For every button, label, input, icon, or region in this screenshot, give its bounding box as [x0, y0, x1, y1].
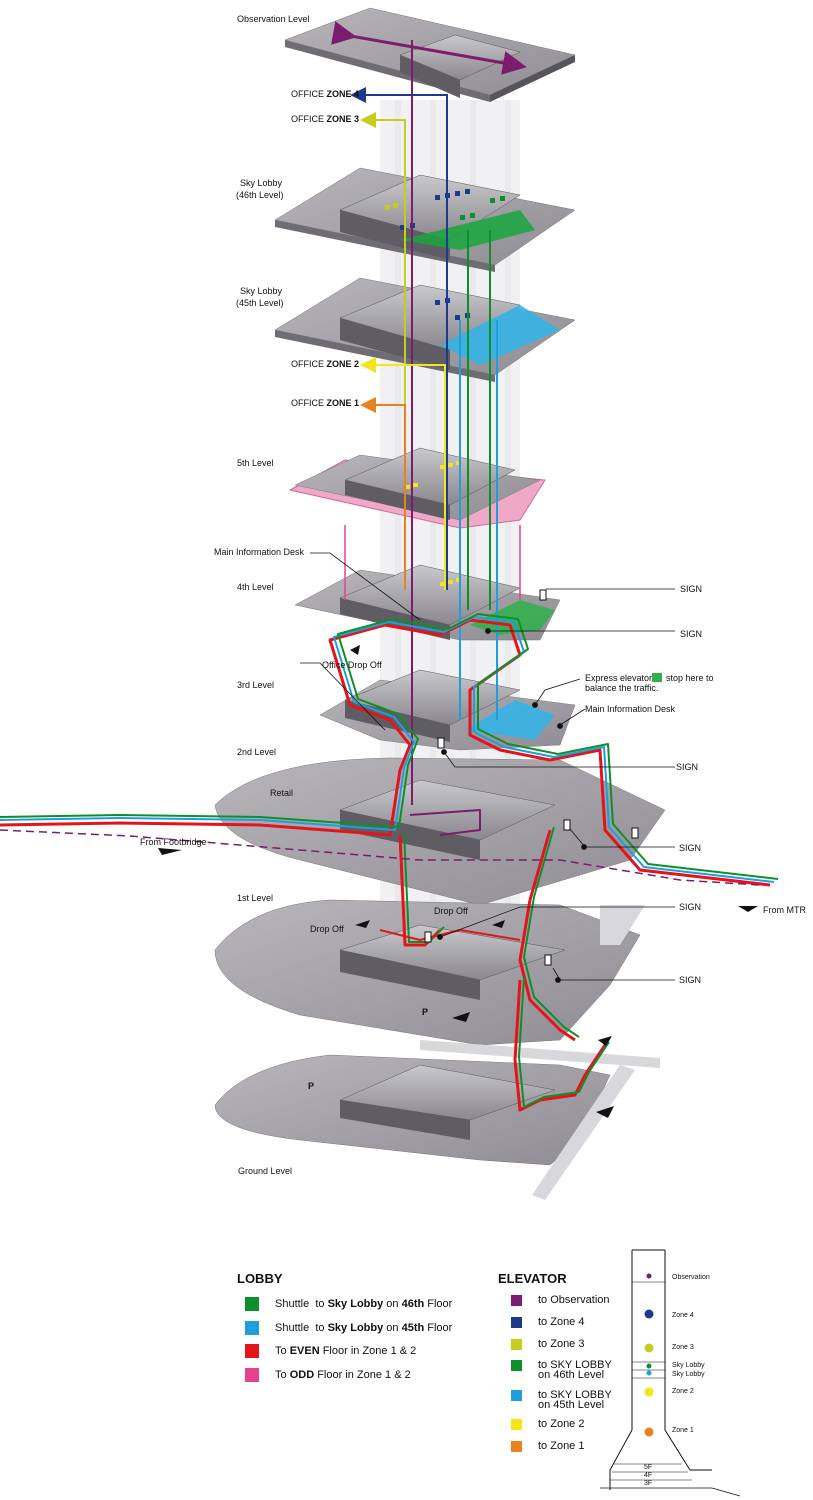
legend-swatch	[245, 1344, 259, 1358]
observation-floor	[284, 7, 576, 102]
label-office-zone-3: OFFICE ZONE 3	[291, 114, 359, 124]
tower-label-3f: 3F	[644, 1480, 652, 1487]
label-from-mtr: From MTR	[763, 905, 806, 915]
label-sign-5: SIGN	[679, 902, 701, 912]
tower-label-sky-lobby-2: Sky Lobby	[672, 1371, 705, 1378]
lobby-legend-item: Shuttle to Sky Lobby on 45th Floor	[245, 1321, 452, 1335]
ground-floor	[214, 1040, 660, 1200]
label-retail: Retail	[270, 788, 293, 798]
legend-swatch	[245, 1297, 259, 1311]
label-sign-2: SIGN	[680, 629, 702, 639]
label-level-5: 5th Level	[237, 458, 274, 468]
elevator-legend-item: to Zone 2	[511, 1419, 584, 1430]
arrow-from-footbridge	[158, 848, 182, 855]
legend-swatch	[245, 1321, 259, 1335]
legend-label: to Zone 4	[538, 1316, 585, 1328]
sky-lobby-45-floor	[274, 277, 576, 382]
label-sky-lobby-45-line1: Sky Lobby	[240, 286, 283, 296]
sky-lobby-46-floor	[274, 167, 576, 272]
lobby-legend-item: Shuttle to Sky Lobby on 46th Floor	[245, 1297, 452, 1311]
tower-label-5f: 5F	[644, 1464, 652, 1471]
label-parking-1: P	[422, 1007, 428, 1017]
tower-label-zone1: Zone 1	[672, 1427, 694, 1434]
sign-markers	[424, 589, 639, 966]
label-drop-off-a: Drop Off	[434, 906, 468, 916]
level-2-floor	[214, 757, 666, 906]
lobby-legend-title: LOBBY	[237, 1271, 283, 1286]
label-observation-level: Observation Level	[237, 14, 310, 24]
direction-arrows	[158, 645, 758, 1118]
legend-swatch	[245, 1368, 259, 1382]
legend-label: to Zone 2	[538, 1418, 585, 1430]
legend-swatch	[511, 1360, 522, 1371]
lobby-legend-item: To EVEN Floor in Zone 1 & 2	[245, 1344, 416, 1358]
observation-walkway-arrow	[331, 21, 527, 75]
arrow-from-mtr	[738, 906, 758, 912]
label-sign-1: SIGN	[680, 584, 702, 594]
level-3-floor	[319, 669, 576, 751]
legend-label: to Zone 3	[538, 1338, 585, 1350]
level-5-floor	[288, 447, 546, 529]
label-express-2: stop here to	[666, 673, 714, 683]
leader-lines	[300, 552, 675, 983]
tower-section-diagram: Observation Zone 4 Zone 3 Sky Lobby Sky …	[600, 1249, 741, 1497]
elevator-lines	[344, 40, 521, 805]
legend-swatch	[511, 1317, 522, 1328]
legend-swatch	[511, 1390, 522, 1401]
label-office-zone-2: OFFICE ZONE 2	[291, 359, 359, 369]
label-office-zone-1: OFFICE ZONE 1	[291, 398, 359, 408]
label-sky-lobby-45-line2: (45th Level)	[236, 298, 284, 308]
elevator-legend-title: ELEVATOR	[498, 1271, 567, 1286]
label-sign-4: SIGN	[679, 843, 701, 853]
legend-swatch	[511, 1339, 522, 1350]
label-express-1: Express elevators	[585, 673, 657, 683]
legend-label: To EVEN Floor in Zone 1 & 2	[275, 1345, 417, 1357]
label-level-4: 4th Level	[237, 582, 274, 592]
label-sky-lobby-46-line1: Sky Lobby	[240, 178, 283, 188]
label-express-3: balance the traffic.	[585, 683, 658, 693]
legend-label: to Zone 1	[538, 1440, 585, 1452]
legend-swatch	[511, 1295, 522, 1306]
label-level-3: 3rd Level	[237, 680, 274, 690]
elevator-legend-item: to Zone 3	[511, 1339, 584, 1350]
label-sign-6: SIGN	[679, 975, 701, 985]
label-sky-lobby-46-line2: (46th Level)	[236, 190, 284, 200]
elevator-legend-item: to Zone 4	[511, 1317, 584, 1328]
legend-swatch	[511, 1419, 522, 1430]
label-sign-3: SIGN	[676, 762, 698, 772]
tower-label-sky-lobby-1: Sky Lobby	[672, 1362, 705, 1369]
legend-label: to Observation	[538, 1294, 610, 1306]
label-main-info-desk-3: Main Information Desk	[585, 704, 676, 714]
tower-label-zone3: Zone 3	[672, 1344, 694, 1351]
label-drop-off-b: Drop Off	[310, 924, 344, 934]
tower-label-4f: 4F	[644, 1472, 652, 1479]
tower-label-zone2: Zone 2	[672, 1388, 694, 1395]
label-ground-level: Ground Level	[238, 1166, 292, 1176]
route-paths	[0, 613, 779, 1112]
label-office-drop-off: Office Drop Off	[322, 660, 382, 670]
tower-label-observation: Observation	[672, 1274, 710, 1281]
legend-label: To ODD Floor in Zone 1 & 2	[275, 1369, 411, 1381]
elevator-legend-item: to Zone 1	[511, 1441, 584, 1452]
label-level-2: 2nd Level	[237, 747, 276, 757]
label-office-zone-4: OFFICE ZONE 4	[291, 89, 359, 99]
legend-swatch	[511, 1441, 522, 1452]
label-level-1: 1st Level	[237, 893, 273, 903]
elevator-legend-item: to Observation	[511, 1295, 610, 1306]
legend-label: Shuttle to Sky Lobby on 46th Floor	[275, 1298, 453, 1310]
express-green-swatch	[652, 673, 662, 682]
label-main-info-desk-4: Main Information Desk	[214, 547, 305, 557]
legend-label: Shuttle to Sky Lobby on 45th Floor	[275, 1322, 453, 1334]
lobby-legend-item: To ODD Floor in Zone 1 & 2	[245, 1368, 411, 1382]
level-1-floor	[214, 899, 645, 1046]
label-from-footbridge: From Footbridge	[140, 837, 207, 847]
label-parking-ground: P	[308, 1081, 314, 1091]
tower-label-zone4: Zone 4	[672, 1312, 694, 1319]
